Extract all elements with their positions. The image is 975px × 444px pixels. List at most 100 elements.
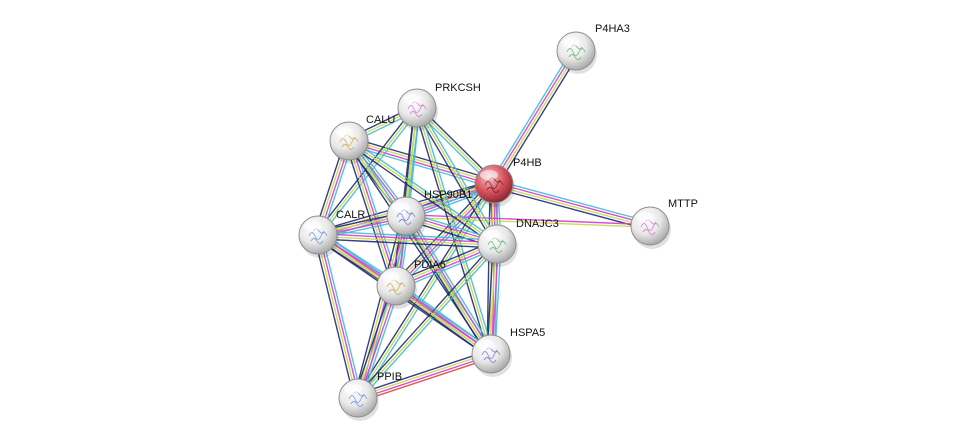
edge-p4hb-mttp: [492, 179, 652, 231]
edge-evidence-line-yellow: [416, 107, 498, 245]
node-circle[interactable]: [477, 224, 517, 264]
node-highlight: [636, 212, 654, 222]
node-circle[interactable]: [338, 378, 378, 418]
node-circle[interactable]: [471, 334, 511, 374]
node-circle[interactable]: [376, 266, 416, 306]
edge-evidence-line-yellow: [348, 140, 498, 245]
edge-evidence-line-yellow: [349, 139, 495, 184]
edge-evidence-line-cyan: [359, 185, 497, 400]
edge-evidence-line-cyan: [494, 179, 652, 223]
node-pdia6[interactable]: PDIA6: [376, 259, 446, 309]
node-label-hsp90b1: HSP90B1: [424, 189, 472, 201]
node-circle[interactable]: [556, 31, 596, 71]
edge-evidence-line-magenta: [396, 184, 496, 288]
edge-evidence-line-cyan: [418, 106, 500, 244]
edge-evidence-line-cyan: [347, 144, 494, 189]
edge-evidence-line-yellow: [404, 216, 491, 356]
edge-evidence-line-yellow: [317, 235, 497, 246]
edge-evidence-line-navy: [344, 141, 393, 288]
edge-evidence-line-magenta: [358, 354, 492, 400]
edge-evidence-line-navy: [392, 180, 492, 284]
edge-pdia6-ppib: [353, 284, 401, 400]
edge-evidence-line-magenta: [318, 234, 360, 398]
edge-pdia6-hspa5: [393, 282, 494, 358]
node-label-calu: CALU: [366, 114, 395, 126]
edge-evidence-line-navy: [317, 238, 497, 249]
node-calu[interactable]: CALU: [329, 114, 395, 164]
node-circle[interactable]: [630, 206, 670, 246]
edge-evidence-line-navy: [356, 349, 490, 395]
node-prkcsh[interactable]: PRKCSH: [397, 82, 481, 131]
node-p4hb[interactable]: P4HB: [474, 157, 542, 207]
edge-evidence-line-navy: [393, 288, 490, 358]
node-dnajc3[interactable]: DNAJC3: [477, 218, 559, 267]
node-circle[interactable]: [298, 215, 338, 255]
edge-evidence-line-cyan: [321, 233, 363, 398]
node-hspa5[interactable]: HSPA5: [471, 327, 545, 377]
node-label-p4ha3: P4HA3: [595, 23, 630, 35]
edge-evidence-line-navy: [355, 241, 496, 397]
node-highlight: [304, 221, 322, 231]
edge-evidence-line-navy: [349, 136, 496, 181]
edge-evidence-line-cyan: [350, 138, 499, 243]
edge-evidence-line-cyan: [318, 230, 498, 241]
edge-evidence-line-magenta: [348, 141, 494, 186]
edge-evidence-line-cyan: [319, 109, 420, 238]
edge-evidence-line-navy: [313, 235, 355, 400]
edge-evidence-line-magenta: [494, 182, 651, 226]
edge-evidence-line-navy: [353, 284, 393, 397]
node-label-ppib: PPIB: [377, 371, 402, 383]
edge-evidence-line-navy: [355, 182, 493, 397]
node-label-dnajc3: DNAJC3: [516, 218, 559, 230]
node-label-pdia6: PDIA6: [414, 259, 446, 271]
edge-evidence-line-yellow: [357, 352, 491, 398]
node-highlight: [562, 37, 580, 47]
edge-p4hb-p4ha3: [490, 48, 580, 187]
node-calr[interactable]: CALR: [298, 209, 365, 258]
edge-evidence-line-cyan: [397, 282, 494, 352]
node-highlight: [480, 170, 498, 180]
edge-evidence-line-yellow: [405, 216, 650, 228]
node-p4ha3[interactable]: P4HA3: [556, 23, 630, 74]
node-highlight: [392, 202, 410, 212]
node-circle[interactable]: [386, 196, 426, 236]
node-label-calr: CALR: [336, 209, 365, 221]
edge-evidence-line-yellow: [356, 285, 396, 398]
edge-evidence-line-navy: [347, 142, 496, 247]
edge-evidence-line-magenta: [492, 49, 576, 184]
edge-evidence-line-magenta: [396, 284, 493, 354]
node-highlight: [382, 272, 400, 282]
node-label-mttp: MTTP: [668, 198, 698, 210]
edge-prkcsh-dnajc3: [414, 106, 500, 246]
edge-evidence-line-yellow: [493, 184, 650, 228]
node-hsp90b1[interactable]: HSP90B1: [386, 189, 472, 239]
node-highlight: [403, 94, 421, 104]
edge-evidence-line-navy: [492, 187, 650, 231]
edge-evidence-line-yellow: [316, 235, 358, 399]
edge-evidence-line-yellow: [394, 182, 494, 286]
node-label-prkcsh: PRKCSH: [435, 82, 481, 94]
edge-evidence-line-yellow: [357, 243, 498, 399]
edge-evidence-line-navy: [486, 183, 491, 354]
edge-evidence-line-yellow: [394, 286, 491, 356]
edge-calr-ppib: [313, 233, 363, 400]
node-circle[interactable]: [329, 121, 369, 161]
node-mttp[interactable]: MTTP: [630, 198, 698, 249]
node-circle[interactable]: [474, 164, 514, 204]
edge-evidence-line-navy: [414, 108, 496, 246]
node-highlight: [477, 340, 495, 350]
edge-evidence-line-cyan: [361, 287, 401, 400]
edge-evidence-line-yellow: [416, 107, 492, 355]
edge-p4hb-calu: [347, 136, 496, 189]
edge-evidence-line-navy: [353, 214, 403, 398]
edge-evidence-line-magenta: [318, 233, 498, 244]
edge-evidence-line-cyan: [359, 245, 500, 401]
node-highlight: [335, 127, 353, 137]
node-ppib[interactable]: PPIB: [338, 371, 402, 421]
edge-evidence-line-yellow: [347, 141, 396, 287]
edge-calu-dnajc3: [347, 138, 499, 247]
node-label-p4hb: P4HB: [513, 157, 542, 169]
node-circle[interactable]: [397, 88, 437, 128]
